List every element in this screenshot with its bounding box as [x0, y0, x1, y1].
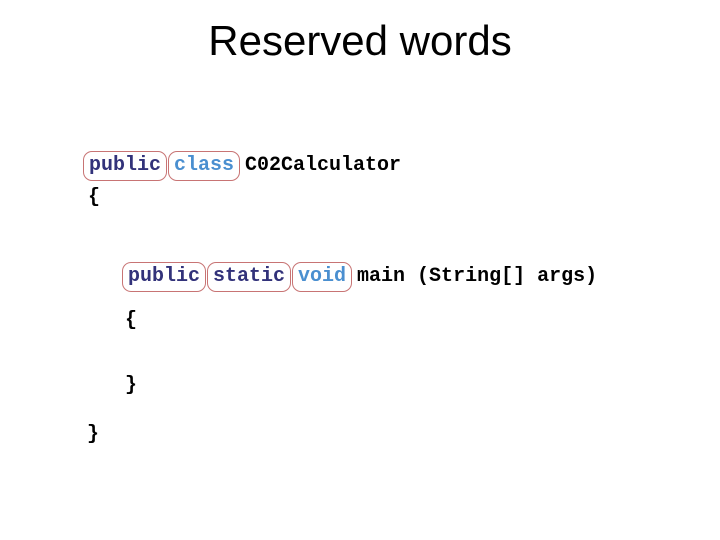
class-identifier: C02Calculator: [245, 154, 402, 177]
code-line-method-close-brace: }: [125, 374, 137, 398]
code-line-class-close-brace: }: [87, 423, 99, 447]
method-signature: main (String[] args): [357, 265, 598, 288]
method-close-brace: }: [125, 374, 138, 397]
slide-title: Reserved words: [208, 17, 512, 64]
method-open-brace: {: [125, 309, 138, 332]
keyword-box-public: public: [83, 151, 168, 181]
keyword-box-class: class: [168, 151, 241, 181]
class-open-brace: {: [88, 186, 101, 209]
keyword-public: public: [89, 154, 162, 177]
class-close-brace: }: [87, 423, 100, 446]
keyword-box-public-2: public: [122, 262, 207, 292]
keyword-class: class: [174, 154, 235, 177]
keyword-public-2: public: [128, 265, 201, 288]
keyword-void: void: [298, 265, 347, 288]
keyword-box-void: void: [292, 262, 353, 292]
code-line-class-declaration: public class C02Calculator: [83, 151, 401, 181]
code-line-method-open-brace: {: [125, 309, 137, 333]
keyword-static: static: [213, 265, 286, 288]
code-line-method-declaration: public static void main (String[] args): [122, 262, 597, 292]
keyword-box-static: static: [207, 262, 292, 292]
code-line-class-open-brace: {: [88, 186, 100, 210]
